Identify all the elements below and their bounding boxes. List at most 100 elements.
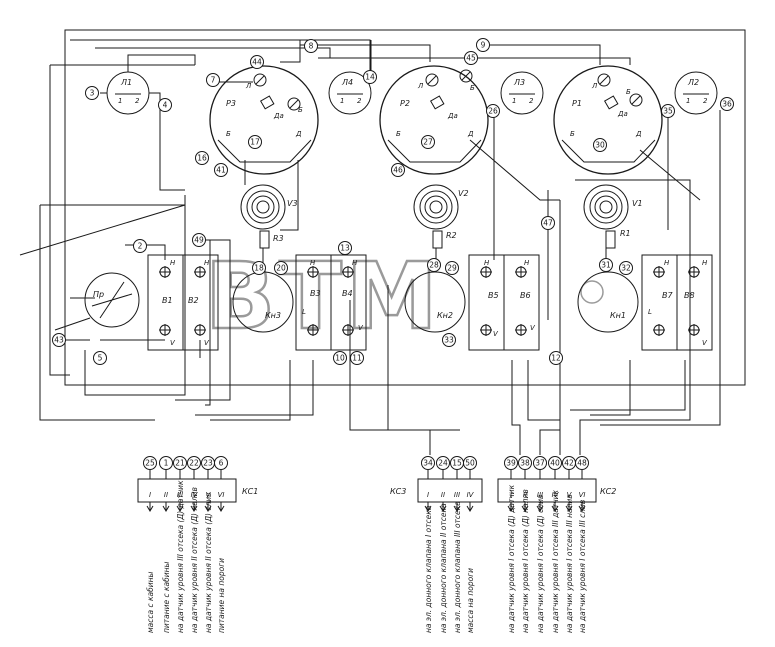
terminal-1-1	[342, 266, 354, 278]
wire-tag-text: 9	[481, 41, 486, 50]
gauge-r1-term-da: Да	[617, 110, 628, 118]
svg-text:V: V	[530, 324, 536, 332]
watermark: BTM	[205, 243, 441, 350]
gauge-r1: Р1 Л Б Да Б Д	[553, 65, 663, 175]
wire-tag-text: 10	[335, 354, 345, 363]
svg-text:1: 1	[340, 97, 344, 105]
svg-text:В1: В1	[162, 296, 173, 305]
gauge-r2-term-da: Да	[447, 112, 458, 120]
connector-wire-tag: 39	[504, 456, 518, 470]
terminals	[159, 266, 700, 336]
gauge-r2-label: Р2	[400, 99, 410, 108]
svg-text:L: L	[648, 308, 652, 316]
wire-tag-text: 27	[423, 138, 433, 147]
wire-tag-8: 8	[304, 39, 318, 53]
connector-pin: IV	[467, 491, 475, 499]
connector-caption: на датчик уровня I отсека (Д) датчик	[507, 484, 516, 633]
connector-wire-number: 34	[423, 459, 433, 468]
wire-tag-29: 29	[445, 261, 459, 275]
lamp-l4: Л4 1 2	[328, 71, 372, 115]
svg-text:В5: В5	[488, 291, 499, 300]
wire-tag-text: 29	[447, 264, 457, 273]
svg-text:R1: R1	[620, 229, 631, 238]
gauge-r2-term-b: Б	[470, 84, 475, 92]
wire-tag-text: 17	[250, 138, 260, 147]
wire-tag-9: 9	[476, 38, 490, 52]
svg-text:Л2: Л2	[687, 78, 699, 87]
connector-pin: VI	[579, 491, 586, 499]
wire-tag-text: 45	[466, 54, 476, 63]
wire-tag-text: 30	[595, 141, 605, 150]
svg-text:В4: В4	[342, 289, 353, 298]
wire-tag-text: 36	[722, 100, 732, 109]
wire-tag-41: 41	[214, 163, 228, 177]
connector-wire-number: 24	[438, 459, 448, 468]
outer-wires	[39, 29, 746, 421]
connector-wire-tag: 38	[518, 456, 532, 470]
svg-text:V: V	[170, 339, 176, 347]
connector-pin: II	[164, 491, 168, 499]
wire-tag-text: 5	[98, 354, 103, 363]
wire-tag-30: 30	[593, 138, 607, 152]
terminal-3-0	[653, 266, 665, 278]
terminal-0-3	[194, 324, 206, 336]
gauge-r3-term-da: Да	[273, 112, 284, 120]
connector-wire-tag: 42	[562, 456, 576, 470]
connector-pin: V	[206, 491, 212, 499]
svg-text:Кн1: Кн1	[610, 311, 626, 320]
connector-wire-number: 38	[520, 459, 530, 468]
svg-text:1: 1	[686, 97, 690, 105]
gauge-r2-term-b2: Б	[396, 130, 401, 138]
connector-caption: масса на пороги	[466, 568, 475, 633]
wire-tag-text: 13	[340, 244, 350, 253]
connector-wire-tag: 22	[187, 456, 201, 470]
svg-text:2: 2	[529, 97, 534, 105]
svg-text:V: V	[204, 339, 210, 347]
wire-tag-12: 12	[549, 351, 563, 365]
terminal-2-3	[515, 324, 527, 336]
connector-caption: на эл. донного клапана I отсека	[424, 505, 433, 633]
svg-text:Н: Н	[310, 259, 316, 267]
coil-v1: V1	[583, 184, 643, 230]
svg-text:V: V	[493, 330, 499, 338]
svg-text:Н: Н	[664, 259, 670, 267]
wire-tag-49: 49	[192, 233, 206, 247]
connector-caption: на датчик уровня I отсека (Д) слив	[536, 495, 545, 633]
wire-tag-text: 16	[197, 154, 207, 163]
wire-tag-text: 32	[621, 264, 631, 273]
wire-tag-text: 28	[429, 261, 439, 270]
terminal-2-2	[480, 324, 492, 336]
lamp-l2: Л2 1 2	[674, 71, 718, 115]
svg-text:V1: V1	[632, 199, 643, 208]
svg-text:1: 1	[118, 97, 122, 105]
switch-block-b5b6: В5 В6 Н Н V V	[468, 254, 540, 351]
connector-caption: на датчик уровня I отсека III налив	[565, 494, 574, 633]
wire-tag-text: 20	[276, 264, 286, 273]
connector-pin: II	[523, 491, 527, 499]
connector-caption: на датчик уровня II отсека (Д) налив	[190, 487, 199, 633]
svg-text:Н: Н	[170, 259, 176, 267]
connector-wire-number: 21	[175, 459, 185, 468]
wire-tag-14: 14	[363, 70, 377, 84]
connector-wire-tag: 40	[548, 456, 562, 470]
gauge-r1-term-b2: Б	[570, 130, 575, 138]
gauge-r3-term-b2: Б	[226, 130, 231, 138]
connector-wire-tag: 1	[159, 456, 173, 470]
svg-text:В8: В8	[684, 291, 695, 300]
connector-wire-tag: 37	[533, 456, 547, 470]
wire-tag-3: 3	[85, 86, 99, 100]
connector-label: КС2	[600, 487, 616, 496]
wire-tag-text: 44	[252, 58, 262, 67]
svg-text:В7: В7	[662, 291, 673, 300]
gauge-r1-term-b: Б	[626, 88, 631, 96]
connector-wire-tag: 34	[421, 456, 435, 470]
wire-tag-text: 8	[309, 42, 314, 51]
connector-caption: питание на пороги	[217, 558, 226, 633]
internal-wires	[19, 40, 721, 455]
terminal-1-0	[307, 266, 319, 278]
connector-wire-number: 39	[506, 459, 516, 468]
wire-tag-10: 10	[333, 351, 347, 365]
